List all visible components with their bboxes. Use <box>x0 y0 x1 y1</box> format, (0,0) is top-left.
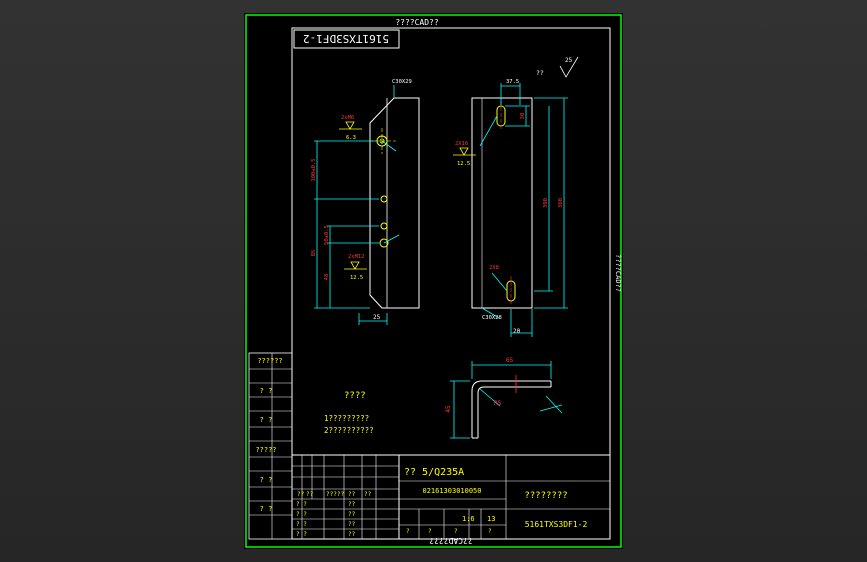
tb-sheet-count: 13 <box>487 515 495 523</box>
front-view: C30X29 2xM6 6.3 100±0.5 50±0.5 85 48 2xM… <box>311 79 420 325</box>
strip-cell-0: ?????? <box>257 357 282 365</box>
top-watermark: ????CAD?? <box>395 18 439 27</box>
tb-row-0-label: ? ? <box>296 501 307 508</box>
front-hole-4 <box>379 238 389 248</box>
notes-line-1: 1????????? <box>324 414 369 423</box>
bend-dim-height: 45 <box>445 405 452 413</box>
side-dim-bottom: 20 <box>513 328 521 335</box>
front-chamfer-label: C30X29 <box>392 79 412 85</box>
tb-scale: 1:6 <box>462 515 475 523</box>
side-dim-top: 37.5 <box>506 79 519 85</box>
tb-header-1: ?? <box>306 491 314 498</box>
notes-line-2: 2?????????? <box>324 426 374 435</box>
tb-row-1-value: ?? <box>348 511 356 518</box>
front-hole-2 <box>380 195 388 203</box>
bend-profile-outer <box>471 380 551 438</box>
tb-header-4: ?? <box>364 491 372 498</box>
tb-part-name: ???????? <box>524 491 567 501</box>
side-slot-top-label: 2X16 <box>455 141 468 147</box>
front-dim-bottom: 25 <box>373 314 381 321</box>
side-dim-inner: 300 <box>543 198 549 208</box>
tb-row-3-label: ? ? <box>296 531 307 538</box>
side-dim-total: 360 <box>558 198 564 208</box>
front-dim-vertical-1: 100±0.5 <box>311 158 317 181</box>
inner-frame <box>291 27 611 540</box>
tb-row-2-value: ?? <box>348 521 356 528</box>
cad-drawing: ????CAD?? ??CAD???? ????CAD?? 5161TXS3DF… <box>245 14 622 548</box>
side-slot-bottom-label: 2X8 <box>489 265 499 271</box>
bend-dim-radius: R5 <box>494 400 502 407</box>
right-watermark: ????CAD?? <box>614 254 622 292</box>
front-hole-top-label: 2xM6 <box>341 115 354 121</box>
tb-material: ?? 5/Q235A <box>404 467 464 478</box>
tb-drawing-no: 5161TXS3DF1-2 <box>525 520 588 529</box>
tb-bottom-1: ? <box>428 528 432 535</box>
strip-cell-4: ? ? <box>260 476 273 484</box>
side-roughness-corner: 25 <box>565 57 573 64</box>
side-view-outline <box>471 97 533 309</box>
side-view: 37.5 ?? 25 2X16 12.5 30 300 360 2X8 C30X… <box>453 56 579 337</box>
side-chamfer-label: C30X28 <box>482 315 502 321</box>
tb-row-1-label: ? ? <box>296 511 307 518</box>
tb-header-2: ????? <box>326 491 344 498</box>
bend-dim-width: 65 <box>506 357 514 364</box>
front-dim-vertical-2: 50±0.5 <box>324 225 330 245</box>
strip-cell-3: ????? <box>255 446 276 454</box>
tb-header-3: ?? <box>348 491 356 498</box>
strip-cell-5: ? ? <box>260 505 273 513</box>
strip-cell-1: ? ? <box>260 387 273 395</box>
drawing-number-box-text: 5161TXS3DF1-2 <box>303 32 389 45</box>
front-hole-3 <box>380 222 388 230</box>
front-dim-vertical-3: 85 <box>311 250 317 257</box>
tb-row-3-value: ?? <box>348 531 356 538</box>
strip-cell-2: ? ? <box>260 416 273 424</box>
bend-profile-inner <box>477 386 551 438</box>
front-view-outline <box>369 97 420 309</box>
tb-bottom-3: ? <box>488 528 492 535</box>
tb-bottom-2: ? <box>454 528 458 535</box>
front-roughness-top: 6.3 <box>346 135 356 141</box>
front-dim-vertical-4: 48 <box>324 274 330 281</box>
tb-part-code: 02161303010050 <box>422 487 481 495</box>
drawing-sheet: ????CAD?? ??CAD???? ????CAD?? 5161TXS3DF… <box>244 13 623 549</box>
bottom-watermark: ??CAD???? <box>429 536 473 545</box>
front-roughness-bottom: 12.5 <box>350 275 363 281</box>
tb-bottom-0: ? <box>406 528 410 535</box>
tb-row-0-value: ?? <box>348 501 356 508</box>
outer-border <box>245 14 622 548</box>
side-strip: ?????? ? ? ? ? ????? ? ? ? ? <box>248 352 293 540</box>
bend-view: 65 R5 45 <box>445 357 563 439</box>
side-dim-slot-height: 30 <box>520 113 526 120</box>
drawing-number-box <box>293 29 400 49</box>
front-hole-bottom-label: 2xM12 <box>348 254 365 260</box>
notes-title: ???? <box>344 391 366 401</box>
title-block: ?? 5/Q235A 02161303010050 ???????? 5161T… <box>291 454 611 540</box>
tb-header-0: ?? <box>297 491 305 498</box>
tb-row-2-label: ? ? <box>296 521 307 528</box>
side-note: ?? <box>536 69 544 77</box>
side-roughness-slot: 12.5 <box>457 161 470 167</box>
